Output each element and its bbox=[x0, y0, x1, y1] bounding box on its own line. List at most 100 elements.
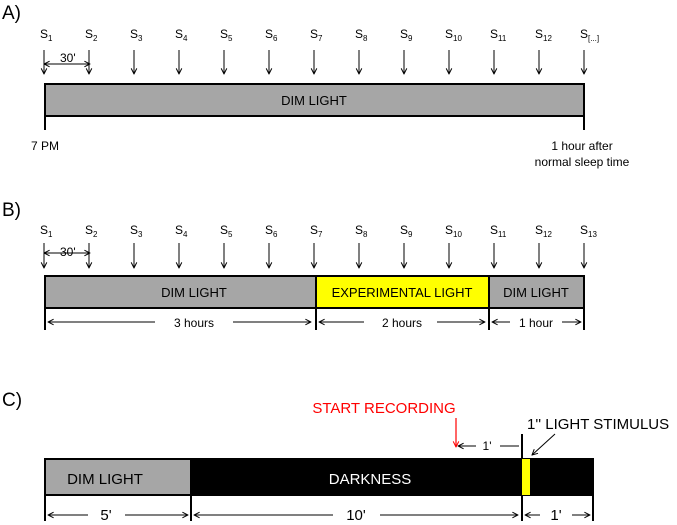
panel-a-sample-main: S bbox=[400, 27, 408, 41]
panel-a-sample-label: S[...] bbox=[580, 27, 599, 43]
panel-a-end-time-line2: normal sleep time bbox=[535, 155, 630, 169]
panel-a-end-time-line1: 1 hour after bbox=[551, 139, 612, 153]
panel-a-sample-main: S bbox=[175, 27, 183, 41]
panel-a-bar-label: DIM LIGHT bbox=[281, 93, 347, 108]
panel-a-sample-main: S bbox=[40, 27, 48, 41]
panel-b-sample-subscript: 11 bbox=[498, 230, 507, 239]
panel-a-sample-label: S10 bbox=[445, 27, 462, 43]
panel-a-sample-main: S bbox=[580, 27, 588, 41]
panel-b-sample-label: S9 bbox=[400, 223, 413, 239]
panel-a-sample-subscript: 11 bbox=[498, 34, 507, 43]
panel-a-sample-subscript: 3 bbox=[138, 34, 143, 43]
panel-c-duration-1: 5' bbox=[100, 507, 111, 524]
panel-b-sample-main: S bbox=[265, 223, 273, 237]
panel-b-sample-label: S12 bbox=[535, 223, 552, 239]
light-stimulus-mark bbox=[522, 459, 530, 495]
panel-b-sample-subscript: 3 bbox=[138, 230, 143, 239]
panel-b-sample-main: S bbox=[445, 223, 453, 237]
panel-a-sample-subscript: 2 bbox=[93, 34, 98, 43]
panel-a-sample-main: S bbox=[490, 27, 498, 41]
panel-a-start-time: 7 PM bbox=[31, 139, 59, 153]
panel-b-sample-subscript: 1 bbox=[48, 230, 53, 239]
panel-c: C) START RECORDING 1'' LIGHT STIMULUS 1'… bbox=[2, 390, 669, 524]
panel-b-dim-light-bar-2 bbox=[488, 275, 585, 309]
panel-b-interval-label: 30' bbox=[60, 245, 76, 259]
light-stimulus-arrow bbox=[532, 433, 556, 455]
panel-b-sample-subscript: 13 bbox=[588, 230, 597, 239]
panel-b-sample-label: S8 bbox=[355, 223, 368, 239]
panel-b-segment-3-label: DIM LIGHT bbox=[503, 285, 569, 300]
panel-a-sample-label: S7 bbox=[310, 27, 323, 43]
panel-b-sample-subscript: 6 bbox=[273, 230, 278, 239]
panel-b-segment-2-label: EXPERIMENTAL LIGHT bbox=[332, 285, 473, 300]
pre-stimulus-label-bg bbox=[476, 438, 500, 454]
panel-a-sample-label: S3 bbox=[130, 27, 143, 43]
panel-b-sample-main: S bbox=[175, 223, 183, 237]
panel-a-sample-label: S8 bbox=[355, 27, 368, 43]
panel-b-sample-subscript: 10 bbox=[453, 230, 462, 239]
panel-a-sample-main: S bbox=[220, 27, 228, 41]
panel-b-sample-label: S6 bbox=[265, 223, 278, 239]
panel-a-label: A) bbox=[2, 3, 21, 24]
panel-a-sample-label: S1 bbox=[40, 27, 53, 43]
panel-b-sample-main: S bbox=[310, 223, 318, 237]
panel-b-sample-subscript: 9 bbox=[408, 230, 413, 239]
panel-b-sample-main: S bbox=[220, 223, 228, 237]
panel-b-sample-main: S bbox=[490, 223, 498, 237]
panel-a-sample-label: S6 bbox=[265, 27, 278, 43]
panel-a-sample-subscript: 10 bbox=[453, 34, 462, 43]
panel-a-interval-label: 30' bbox=[60, 51, 76, 65]
panel-c-segment-2-label: DARKNESS bbox=[329, 471, 412, 488]
panel-a-sample-label: S4 bbox=[175, 27, 188, 43]
panel-b-sample-label: S13 bbox=[580, 223, 597, 239]
panel-b-sample-label: S1 bbox=[40, 223, 53, 239]
panel-c-label: C) bbox=[2, 390, 22, 411]
panel-b-sample-label: S3 bbox=[130, 223, 143, 239]
panel-b-sample-label: S2 bbox=[85, 223, 98, 239]
panel-a-sample-subscript: [...] bbox=[588, 34, 599, 43]
panel-a-sample-subscript: 1 bbox=[48, 34, 53, 43]
panel-b-segment-1-label: DIM LIGHT bbox=[161, 285, 227, 300]
panel-b-sample-main: S bbox=[40, 223, 48, 237]
panel-a-sample-main: S bbox=[355, 27, 363, 41]
light-stimulus-label: 1'' LIGHT STIMULUS bbox=[527, 416, 669, 433]
panel-b-sample-main: S bbox=[85, 223, 93, 237]
panel-b-sample-label: S11 bbox=[490, 223, 507, 239]
panel-b-duration-3: 1 hour bbox=[519, 316, 553, 330]
panel-a-sample-label: S11 bbox=[490, 27, 507, 43]
panel-b-sample-subscript: 4 bbox=[183, 230, 188, 239]
panel-b-sample-subscript: 7 bbox=[318, 230, 323, 239]
panel-b-sample-label: S4 bbox=[175, 223, 188, 239]
panel-b-sample-label: S10 bbox=[445, 223, 462, 239]
panel-a-sample-subscript: 4 bbox=[183, 34, 188, 43]
panel-b-sample-label: S5 bbox=[220, 223, 233, 239]
panel-b-duration-2: 2 hours bbox=[382, 316, 422, 330]
panel-a-sample-main: S bbox=[535, 27, 543, 41]
panel-b-sample-subscript: 2 bbox=[93, 230, 98, 239]
panel-a-sample-label: S12 bbox=[535, 27, 552, 43]
panel-b-sample-subscript: 5 bbox=[228, 230, 233, 239]
panel-a-sample-main: S bbox=[445, 27, 453, 41]
panel-b-sample-main: S bbox=[400, 223, 408, 237]
panel-a-sample-main: S bbox=[265, 27, 273, 41]
panel-a-sample-main: S bbox=[130, 27, 138, 41]
panel-b-sample-main: S bbox=[355, 223, 363, 237]
panel-b-sample-main: S bbox=[580, 223, 588, 237]
panel-a-sample-subscript: 7 bbox=[318, 34, 323, 43]
panel-a-sample-subscript: 5 bbox=[228, 34, 233, 43]
start-recording-label: START RECORDING bbox=[312, 400, 455, 417]
panel-a-sample-subscript: 12 bbox=[543, 34, 552, 43]
panel-a-sample-label: S2 bbox=[85, 27, 98, 43]
panel-a-sample-label: S5 bbox=[220, 27, 233, 43]
panel-a-sample-main: S bbox=[310, 27, 318, 41]
panel-a-sample-subscript: 6 bbox=[273, 34, 278, 43]
panel-a-sample-subscript: 9 bbox=[408, 34, 413, 43]
panel-b-label: B) bbox=[2, 200, 21, 221]
panel-b-sample-main: S bbox=[130, 223, 138, 237]
panel-b-sample-label: S7 bbox=[310, 223, 323, 239]
panel-b-sample-subscript: 12 bbox=[543, 230, 552, 239]
panel-b-duration-1: 3 hours bbox=[174, 316, 214, 330]
